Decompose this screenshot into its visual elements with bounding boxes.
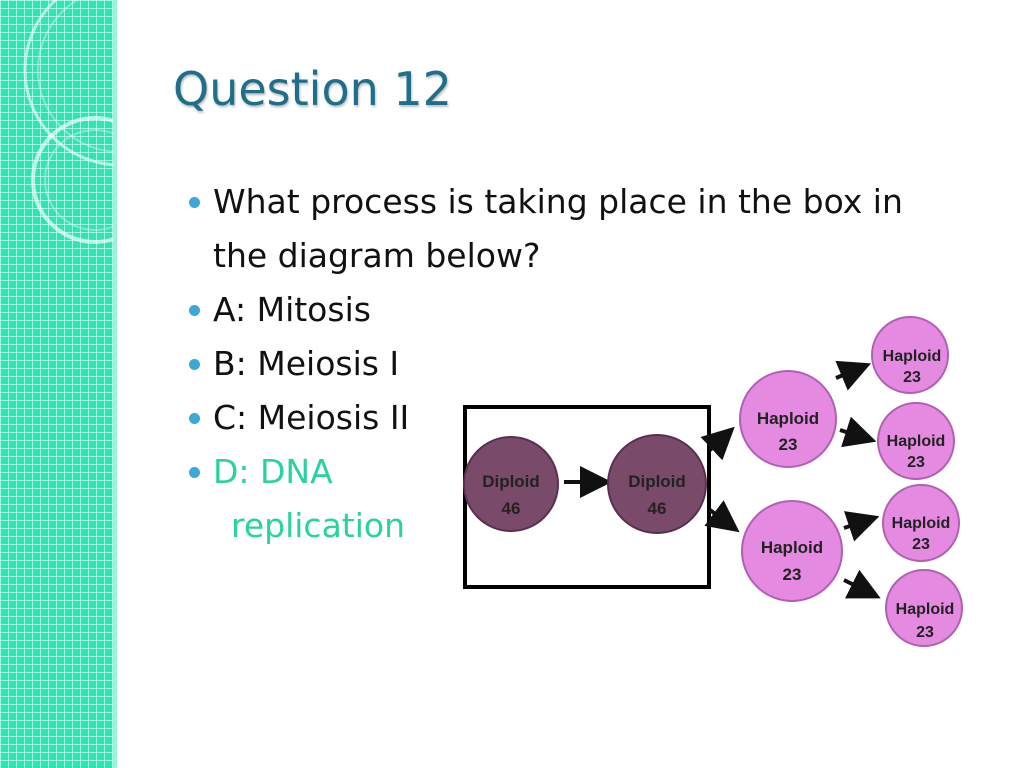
option-a-text: A: Mitosis <box>213 290 371 329</box>
haploid-cell-small-1: Haploid 23 <box>871 316 949 394</box>
haploid-label: Haploid <box>896 601 955 618</box>
decorative-sidebar <box>0 0 113 768</box>
question-bullet: What process is taking place in the box … <box>185 175 1005 283</box>
arrow-icon <box>839 416 877 448</box>
option-d-text: D: DNA <box>213 452 333 491</box>
diploid-count: 46 <box>648 499 667 518</box>
arrow-icon <box>843 569 881 599</box>
cell-division-diagram: Diploid 46 Diploid 46 Haploid 23 Haploid… <box>463 316 963 647</box>
arrow-icon <box>700 426 735 461</box>
haploid-count: 23 <box>916 624 934 641</box>
decorative-circles <box>23 0 113 244</box>
diploid-cell-2: Diploid 46 <box>607 434 707 534</box>
arrow-icon <box>843 511 880 542</box>
question-line-2: the diagram below? <box>213 236 541 275</box>
bullet-dot-icon <box>189 197 200 208</box>
haploid-label: Haploid <box>892 515 951 532</box>
diploid-cell-1: Diploid 46 <box>463 436 559 532</box>
bullet-list: What process is taking place in the box … <box>185 175 1005 553</box>
haploid-label: Haploid <box>883 348 942 365</box>
sidebar-edge <box>113 0 117 768</box>
arrow-icon <box>704 500 740 533</box>
bullet-dot-icon <box>189 467 200 478</box>
haploid-cell-small-2: Haploid 23 <box>877 402 955 480</box>
haploid-label: Haploid <box>887 433 946 450</box>
haploid-cell-large-1: Haploid 23 <box>739 370 837 468</box>
haploid-cell-small-3: Haploid 23 <box>882 484 960 562</box>
haploid-label: Haploid <box>761 538 823 557</box>
diploid-label: Diploid <box>628 472 686 491</box>
option-d: D: DNA <box>185 445 1005 499</box>
bullet-dot-icon <box>189 359 200 370</box>
option-b-text: B: Meiosis I <box>213 344 400 383</box>
question-line-1: What process is taking place in the box … <box>213 182 903 221</box>
haploid-cell-large-2: Haploid 23 <box>741 500 843 602</box>
bullet-dot-icon <box>189 413 200 424</box>
haploid-count: 23 <box>903 369 921 386</box>
slide-title: Question 12 <box>173 62 452 116</box>
diploid-label: Diploid <box>482 472 540 491</box>
haploid-count: 23 <box>779 435 798 454</box>
haploid-count: 23 <box>907 454 925 471</box>
option-a: A: Mitosis <box>185 283 1005 337</box>
option-d-continuation: replication <box>231 506 406 545</box>
arrow-icon <box>835 360 872 391</box>
haploid-count: 23 <box>912 536 930 553</box>
diploid-count: 46 <box>502 499 521 518</box>
option-c: C: Meiosis II <box>185 391 1005 445</box>
option-c-text: C: Meiosis II <box>213 398 410 437</box>
haploid-label: Haploid <box>757 409 819 428</box>
haploid-cell-small-4: Haploid 23 <box>885 569 963 647</box>
bullet-dot-icon <box>189 305 200 316</box>
option-b: B: Meiosis I <box>185 337 1005 391</box>
haploid-count: 23 <box>783 565 802 584</box>
